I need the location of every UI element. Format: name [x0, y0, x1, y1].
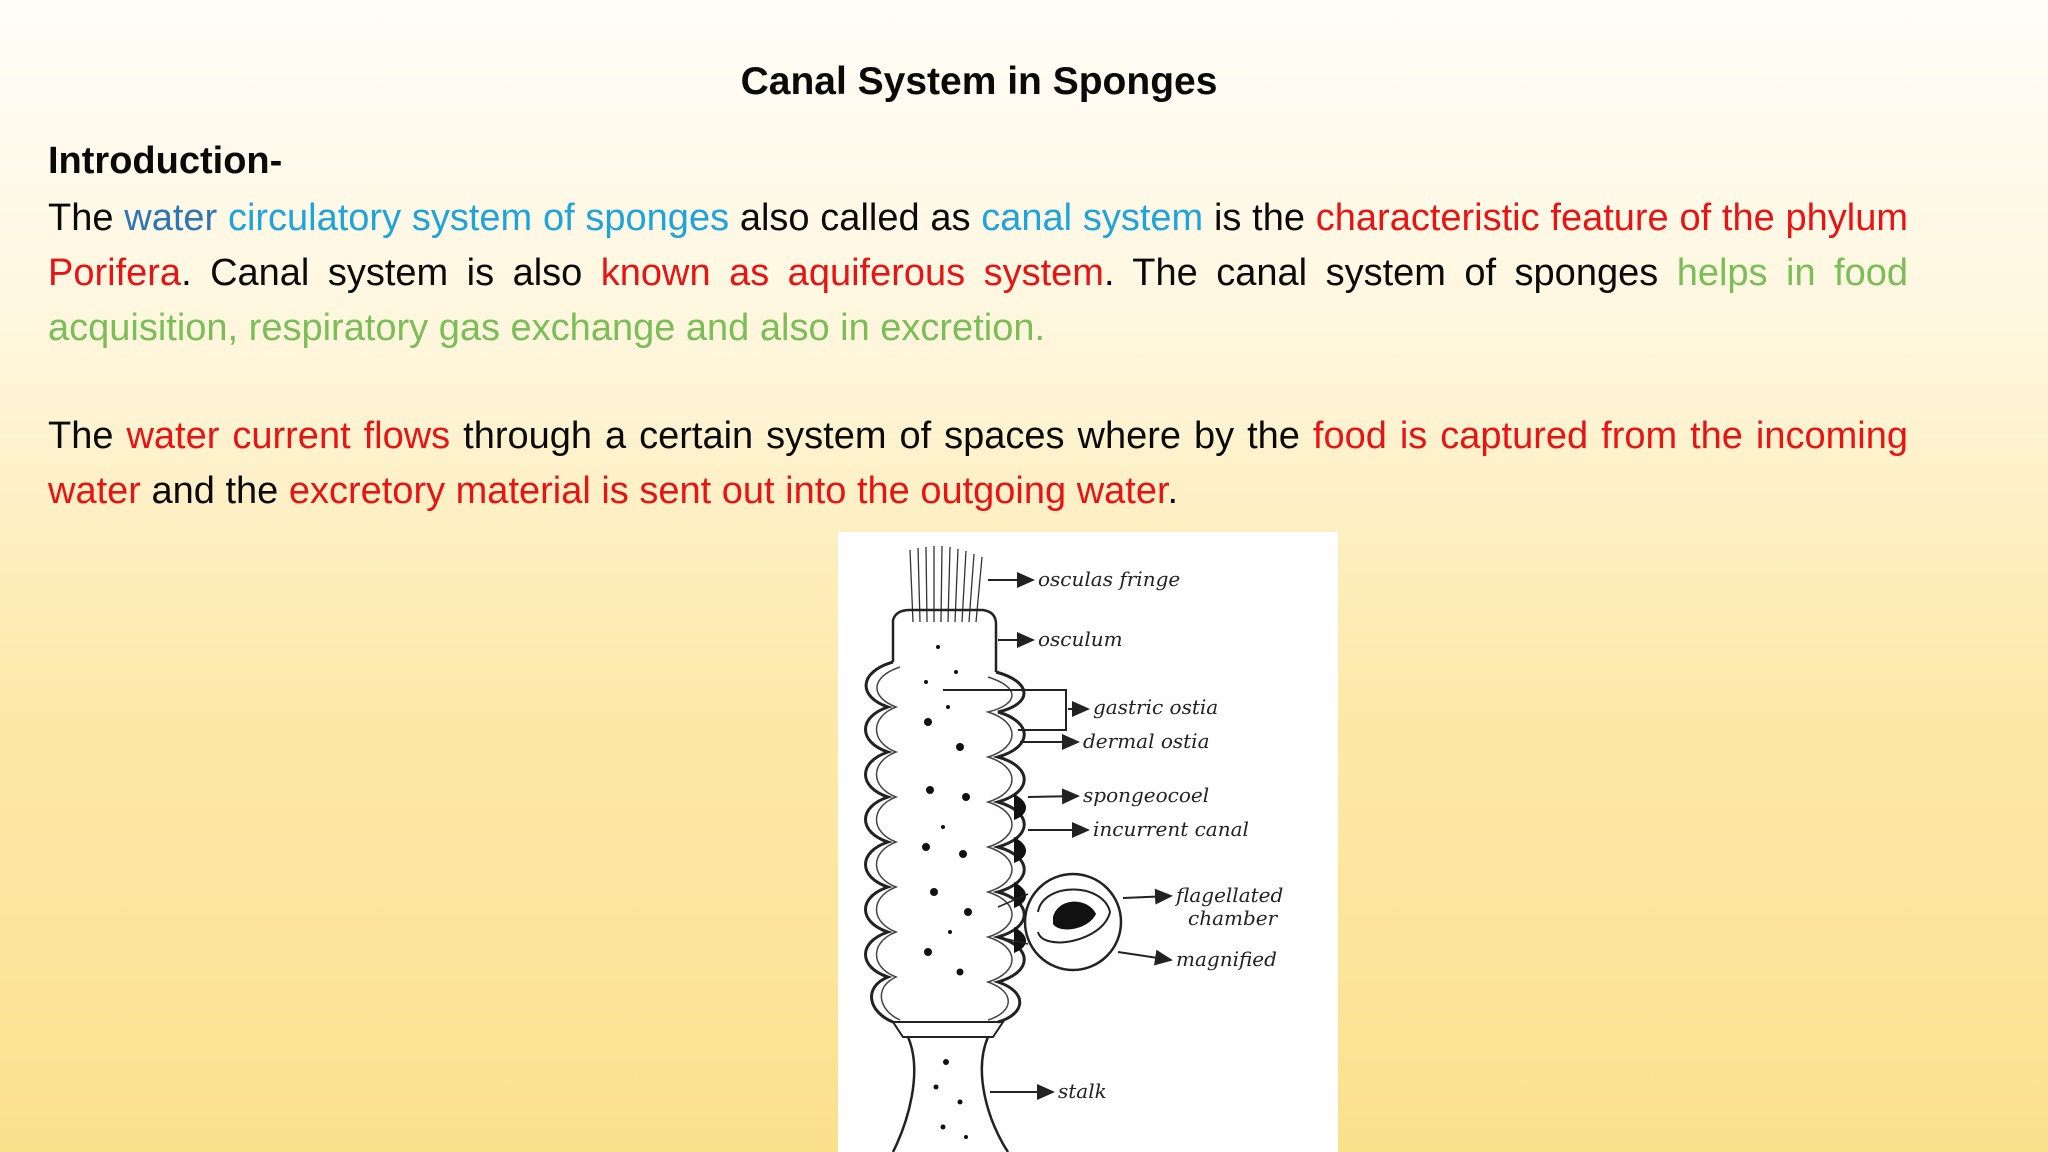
text-run: also called as	[729, 197, 982, 239]
text-run: . The canal system of sponges	[1103, 252, 1677, 294]
text-run: The	[48, 197, 125, 239]
highlight-canal-system: canal system	[981, 197, 1204, 239]
highlight-characteristic-feature: characteristic feature of the phylum Por…	[48, 197, 1908, 294]
label-spongocoel: spongeocoel	[1083, 783, 1209, 807]
text-run: and the	[140, 470, 289, 512]
label-incurrent-canal: incurrent canal	[1093, 817, 1249, 841]
body-right-wall	[992, 670, 1026, 1024]
text-run: The	[48, 415, 127, 457]
stalk-collar	[891, 1021, 1005, 1038]
ostia-dots	[922, 645, 972, 976]
water-current-paragraph: The water current flows through a certai…	[48, 409, 1908, 519]
highlight-excretory-material: excretory material is sent out into the …	[288, 470, 1168, 512]
osculum-rim	[891, 608, 998, 672]
text-run: . Canal system is also	[181, 252, 601, 294]
label-magnified: magnified	[1176, 947, 1277, 971]
magnified-chamber	[997, 872, 1123, 972]
slide-title: Canal System in Sponges	[740, 60, 1218, 103]
text-run: .	[1167, 470, 1179, 512]
label-osculum: osculum	[1038, 627, 1123, 651]
label-dermal-ostia: dermal ostia	[1083, 729, 1210, 753]
sponge-diagram: osculas fringe osculum gastric ostia der…	[838, 532, 1338, 1152]
text-run: is the	[1203, 197, 1316, 239]
label-chamber: chamber	[1188, 906, 1279, 930]
label-oscular-fringe: osculas fringe	[1038, 567, 1180, 591]
highlight-water: water	[124, 197, 218, 239]
highlight-functions: helps in food acquisition, respiratory g…	[48, 252, 1909, 349]
highlight-aquiferous-system: known as aquiferous system	[600, 252, 1104, 294]
stalk-outline	[891, 1036, 1010, 1152]
text-run	[217, 197, 228, 239]
intro-paragraph: The water circulatory system of sponges …	[48, 191, 1908, 356]
text-run: through a certain system of spaces where…	[450, 415, 1313, 457]
label-stalk: stalk	[1058, 1079, 1107, 1103]
sponge-drawing: osculas fringe osculum gastric ostia der…	[864, 545, 1283, 1152]
gastric-bracket	[943, 689, 1067, 731]
highlight-food-captured: food is captured from the incoming water	[48, 415, 1908, 512]
stalk-dots	[933, 1059, 968, 1139]
body-left-wall-inner	[875, 666, 901, 1021]
label-flagellated: flagellated	[1174, 883, 1283, 907]
incurrent-canal-shading	[1014, 794, 1026, 953]
label-gastric-ostia: gastric ostia	[1093, 695, 1218, 719]
highlight-circulatory-system: circulatory system of sponges	[227, 197, 730, 239]
highlight-water-current: water current flows	[126, 415, 451, 457]
section-heading-introduction: Introduction-	[48, 140, 283, 182]
body-left-wall	[864, 660, 894, 1024]
label-arrows	[988, 572, 1173, 1100]
body-right-wall-inner	[985, 676, 1013, 1021]
